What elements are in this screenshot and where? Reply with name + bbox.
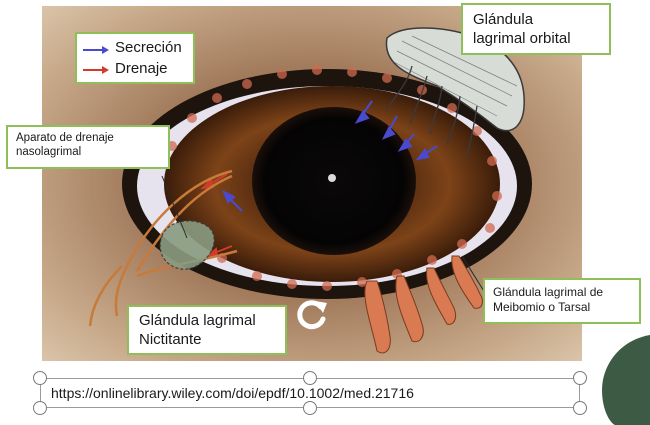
resize-handle-top-left[interactable] xyxy=(33,371,47,385)
resize-handle-bottom-middle[interactable] xyxy=(303,401,317,415)
label-orbital-gland: Glándula lagrimal orbital xyxy=(461,3,611,55)
legend-drainage: Drenaje xyxy=(115,58,187,79)
red-arrow-icon xyxy=(102,66,109,74)
legend-secretion: Secreción xyxy=(115,37,187,58)
label-meibomian-gland: Glándula lagrimal de Meibomio o Tarsal xyxy=(483,278,641,324)
label-orbital-line1: Glándula xyxy=(473,11,599,30)
resize-handle-bottom-right[interactable] xyxy=(573,401,587,415)
url-text[interactable]: https://onlinelibrary.wiley.com/doi/epdf… xyxy=(51,385,414,401)
label-nictitans-line2: Nictitante xyxy=(139,331,275,350)
label-meibomian-line1: Glándula lagrimal de xyxy=(493,285,631,300)
label-drainage-line2: nasolagrimal xyxy=(16,145,160,159)
label-orbital-line2: lagrimal orbital xyxy=(473,30,599,49)
label-nictitans-line1: Glándula lagrimal xyxy=(139,312,275,331)
resize-handle-top-middle[interactable] xyxy=(303,371,317,385)
label-drainage-apparatus: Aparato de drenaje nasolagrimal xyxy=(6,125,170,169)
label-nictitans-gland: Glándula lagrimal Nictitante xyxy=(127,305,287,355)
label-drainage-line1: Aparato de drenaje xyxy=(16,131,160,145)
blue-arrow-icon xyxy=(102,46,109,54)
resize-handle-top-right[interactable] xyxy=(573,371,587,385)
decorative-corner-shape xyxy=(600,335,650,425)
rotate-icon[interactable] xyxy=(291,295,331,335)
legend-arrows xyxy=(81,42,111,78)
legend: Secreción Drenaje xyxy=(75,32,195,84)
resize-handle-bottom-left[interactable] xyxy=(33,401,47,415)
label-meibomian-line2: Meibomio o Tarsal xyxy=(493,300,631,315)
